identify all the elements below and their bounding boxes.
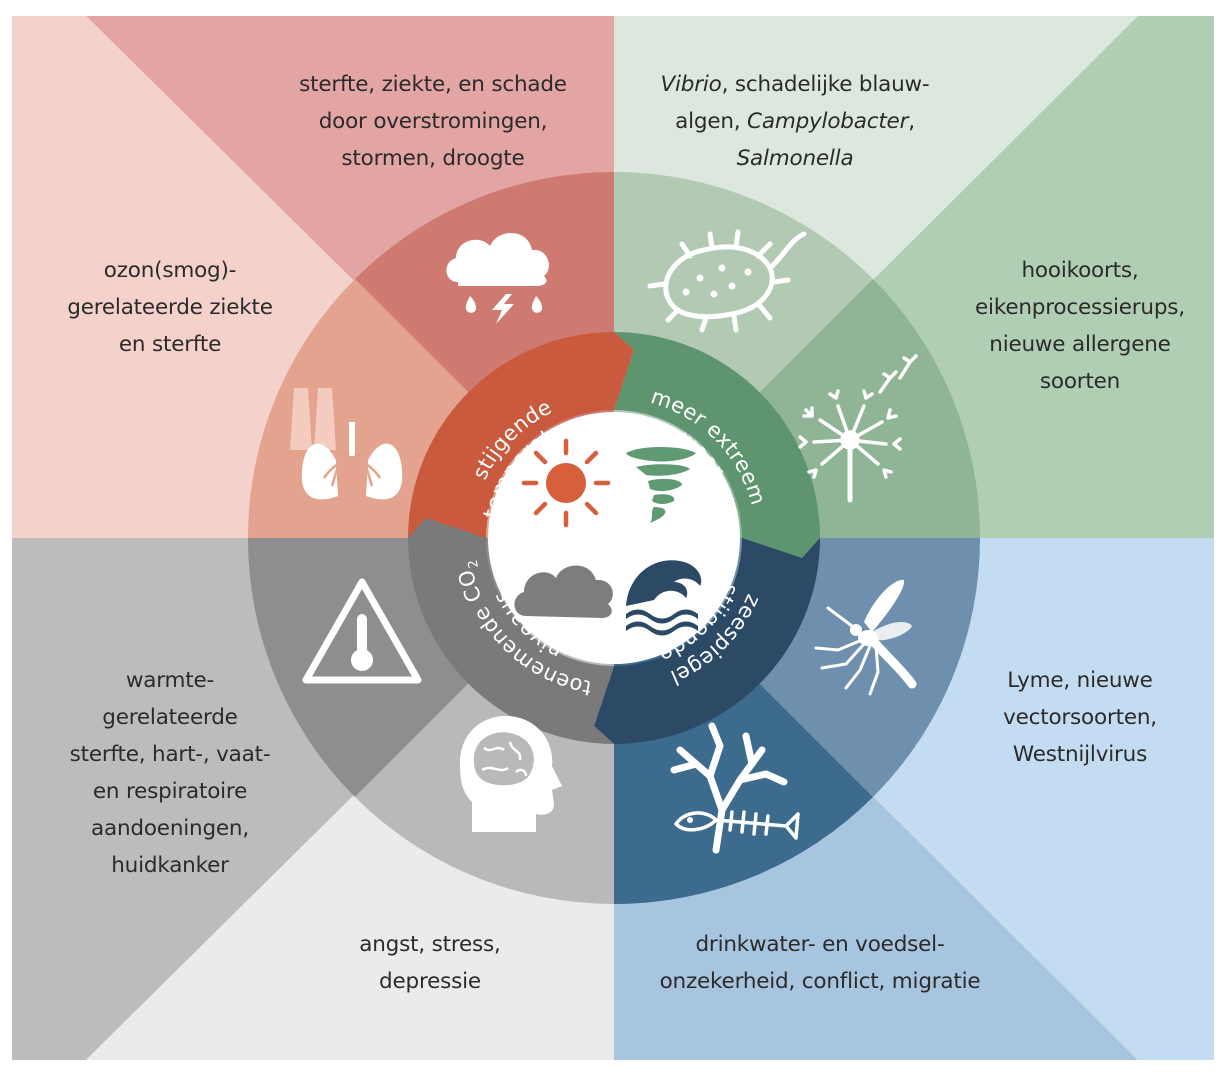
- sun-icon: [521, 438, 611, 528]
- segment-temperature: [408, 332, 634, 538]
- bacteria-icon: [647, 229, 807, 333]
- cloud-icon: [514, 565, 613, 618]
- cloud-rain-lightning-icon: [446, 232, 549, 324]
- mosquito-icon: [814, 579, 917, 696]
- brain-head-icon: [460, 715, 562, 832]
- heat-warning-icon: [302, 578, 422, 684]
- caption-mental: angst, stress,depressie: [359, 932, 501, 994]
- factory-lungs-icon: [290, 388, 403, 500]
- caption-bacteria: Vibrio, schadelijke blauw- algen, Campyl…: [660, 72, 930, 171]
- segment-weather: [614, 332, 820, 558]
- wave-icon: [626, 560, 702, 636]
- tornado-icon: [626, 447, 696, 523]
- segment-co2: [408, 518, 614, 744]
- dandelion-icon: [798, 354, 918, 503]
- segment-sealevel: [594, 538, 820, 744]
- inner-cycle-ring: [408, 332, 820, 744]
- caption-allergy: hooikoorts,eikenprocessierups,nieuwe all…: [975, 258, 1185, 394]
- dead-tree-fish-icon: [670, 722, 800, 854]
- caption-food: drinkwater- en voedsel-onzekerheid, conf…: [659, 932, 981, 994]
